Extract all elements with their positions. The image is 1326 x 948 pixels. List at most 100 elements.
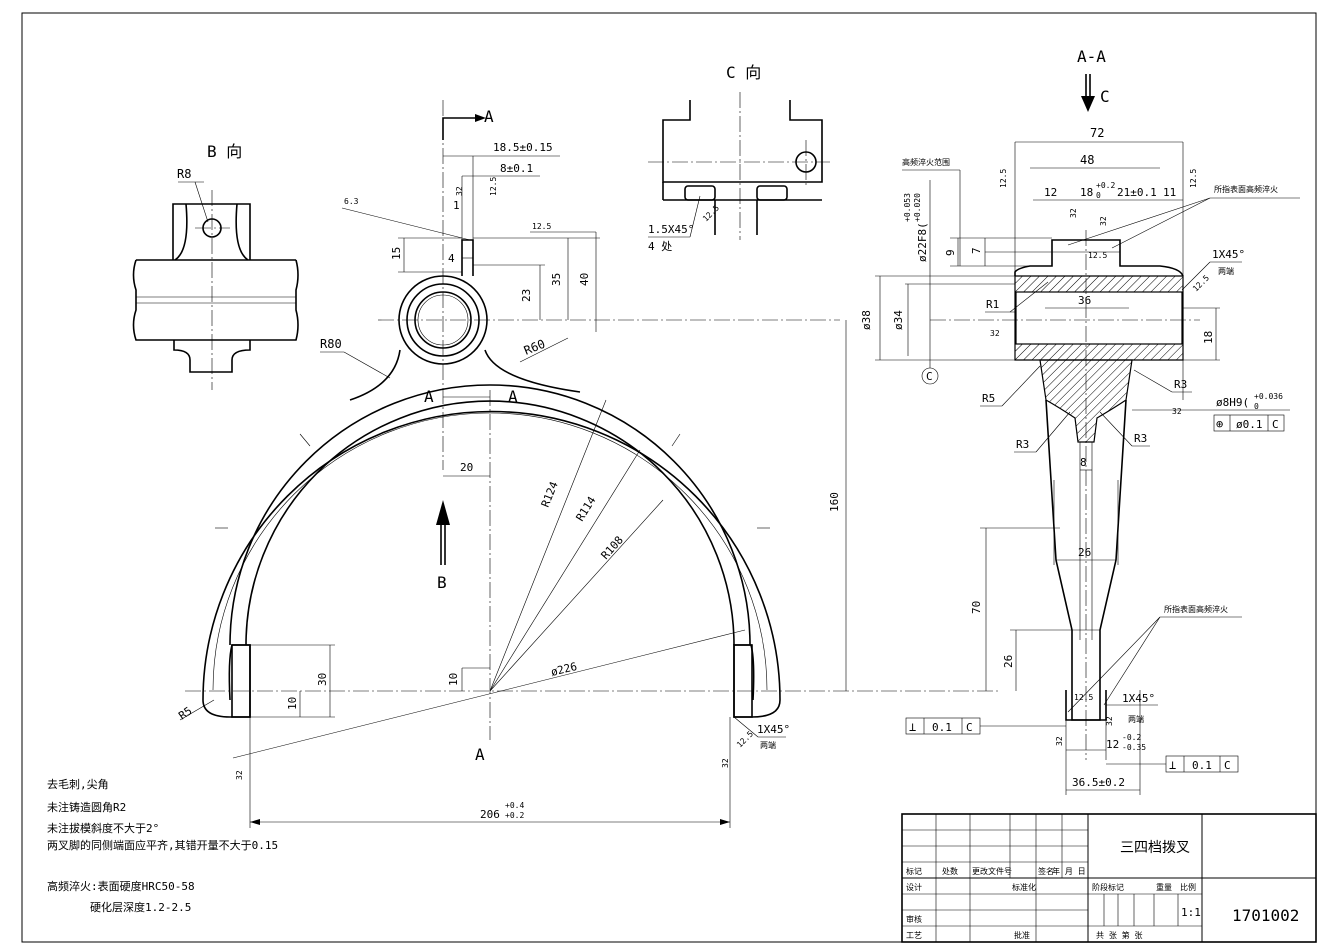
- tb-h-weight: 重量: [1156, 882, 1172, 892]
- dim-12-top: 12: [1044, 186, 1057, 199]
- note-quench-zone: 高频淬火范围: [902, 157, 950, 167]
- title-block: 三四档拨叉 1701002 1:1 标记 处数 更改文件号 签名 年 月 日 设…: [901, 813, 1317, 943]
- dim-70: 70: [970, 601, 983, 614]
- fork-mid-arc: [229, 384, 751, 646]
- roughness-12-5-lug: 12.5: [489, 177, 498, 196]
- tol-perp-right-datum: C: [1224, 759, 1231, 772]
- tol-pos-datum: C: [1272, 418, 1279, 431]
- note-6: 硬化层深度1.2-2.5: [90, 900, 191, 914]
- dim-1: 1: [453, 199, 460, 212]
- tb-part-name: 三四档拨叉: [1120, 840, 1190, 856]
- tol-pos-value: ø0.1: [1236, 418, 1263, 431]
- roughness-12-5-sec-r: 12.5: [1189, 169, 1198, 188]
- dim-15: 15: [390, 247, 403, 260]
- dim-36-5: 36.5±0.2: [1072, 776, 1125, 789]
- dim-dia34: ø34: [892, 310, 905, 330]
- dim-8: 8±0.1: [500, 162, 533, 175]
- dim-26-low: 26: [1002, 655, 1015, 668]
- c-view-title: C 向: [726, 63, 761, 82]
- roughness-12-5-sec-g: 12.5: [1074, 693, 1093, 702]
- dim-11: 11: [1163, 186, 1176, 199]
- dim-18-right: 18: [1202, 331, 1215, 344]
- view-arrow-c: C: [1100, 87, 1110, 106]
- dim-chamfer-sec: 1X45°: [1212, 248, 1245, 261]
- note-quench-top: 所指表面高频淬火: [1214, 184, 1278, 194]
- dim-chamfer-sec2-note: 两端: [1128, 714, 1144, 724]
- dim-r5-left: R5: [176, 704, 194, 722]
- dim-chamfer-sec-note: 两端: [1218, 266, 1234, 276]
- section-mark-a-bottom: A: [475, 745, 485, 764]
- dim-10-center: 10: [447, 673, 460, 686]
- dim-chamfer-c: 1.5X45°: [648, 223, 694, 236]
- technical-notes: 去毛刺,尖角 未注铸造圆角R2 未注拔模斜度不大于2° 两叉脚的同侧端面应平齐,…: [47, 778, 278, 914]
- roughness-32-sec-i: 32: [1055, 736, 1064, 746]
- roughness-32-sec-f: 32: [1172, 407, 1182, 416]
- dim-dia8-lower: 0: [1254, 402, 1259, 411]
- dim-8-web: 8: [1080, 456, 1087, 469]
- roughness-12-5-top: 12.5: [532, 222, 551, 231]
- dim-206-tol-upper: +0.4: [505, 801, 524, 810]
- dim-21: 21±0.1: [1117, 186, 1157, 199]
- dim-r60: R60: [522, 337, 547, 358]
- dim-chamfer-fork-note: 两端: [760, 740, 776, 750]
- roughness-32-sec-b: 32: [1099, 216, 1108, 226]
- dim-30: 30: [316, 673, 329, 686]
- dim-160: 160: [828, 492, 841, 512]
- note-5: 高频淬火:表面硬度HRC50-58: [47, 879, 195, 893]
- dim-r108: R108: [599, 534, 626, 562]
- note-3: 未注拔模斜度不大于2°: [47, 821, 159, 835]
- dim-r80: R80: [320, 337, 342, 351]
- note-quench-bottom: 所指表面高频淬火: [1164, 604, 1228, 614]
- dim-12-bot: 12: [1106, 738, 1119, 751]
- tb-h-date: 年 月 日: [1052, 866, 1086, 876]
- roughness-32-sec-a: 32: [1069, 208, 1078, 218]
- tol-perp-left-symbol: ⊥: [909, 720, 916, 734]
- dim-36: 36: [1078, 294, 1091, 307]
- dim-dia8: ø8H9(: [1216, 396, 1249, 409]
- fork-main-view: A A A A B R124 R114 R108 ø226 R80 R60 18…: [176, 100, 1000, 828]
- dim-dia22-upper: +0.053: [903, 193, 912, 222]
- dim-chamfer-fork: 1X45°: [757, 723, 790, 736]
- tb-h-std: 标准化: [1012, 882, 1036, 892]
- c-view: C 向 1.5X45° 4 处 12.5: [648, 63, 830, 253]
- dim-r3-b: R3: [1016, 438, 1029, 451]
- tb-h-review: 审核: [906, 914, 922, 924]
- dim-9: 9: [944, 249, 957, 256]
- dim-20: 20: [460, 461, 473, 474]
- dim-chamfer-c-note: 4 处: [648, 240, 672, 253]
- roughness-12-5-sec-l: 12.5: [999, 169, 1008, 188]
- dim-dia38: ø38: [860, 310, 873, 330]
- tol-pos-symbol: ⊕: [1216, 417, 1223, 431]
- note-4: 两叉脚的同侧端面应平齐,其错开量不大于0.15: [47, 838, 278, 852]
- tb-h-process: 工艺: [906, 931, 922, 940]
- tb-drawing-no: 1701002: [1232, 906, 1299, 925]
- dim-206: 206: [480, 808, 500, 821]
- dim-chamfer-sec2: 1X45°: [1122, 692, 1155, 705]
- roughness-32-lug: 32: [455, 186, 464, 196]
- b-view-title: B 向: [207, 142, 242, 161]
- dim-r8: R8: [177, 167, 191, 181]
- tol-perp-right-value: 0.1: [1192, 759, 1212, 772]
- tb-h-mark: 标记: [906, 866, 922, 876]
- tb-h-stage: 阶段标记: [1092, 882, 1124, 892]
- roughness-6-3: 6.3: [344, 197, 359, 206]
- dim-12-bot-lower: -0.35: [1122, 743, 1146, 752]
- section-mark-a-left: A: [424, 387, 434, 406]
- tol-perp-left-datum: C: [966, 721, 973, 734]
- tb-h-count: 处数: [942, 866, 958, 876]
- dim-23: 23: [520, 289, 533, 302]
- dim-dia22-lower: +0.020: [913, 193, 922, 222]
- view-arrow-b: B: [437, 573, 447, 592]
- dim-72: 72: [1090, 126, 1104, 140]
- tb-h-design: 设计: [906, 882, 922, 892]
- fork-outer-arc: [202, 410, 781, 701]
- dim-7: 7: [970, 247, 983, 254]
- note-1: 去毛刺,尖角: [47, 778, 109, 791]
- dim-18-tol: 18: [1080, 186, 1093, 199]
- dim-12-bot-upper: -0.2: [1122, 733, 1141, 742]
- datum-c: C: [926, 370, 933, 383]
- roughness-12-5-sec-c: 12.5: [1088, 251, 1107, 260]
- roughness-12-5-sec-e: 12.5: [1191, 273, 1211, 293]
- dim-18-lower: 0: [1096, 191, 1101, 200]
- drawing-border: [21, 12, 1317, 943]
